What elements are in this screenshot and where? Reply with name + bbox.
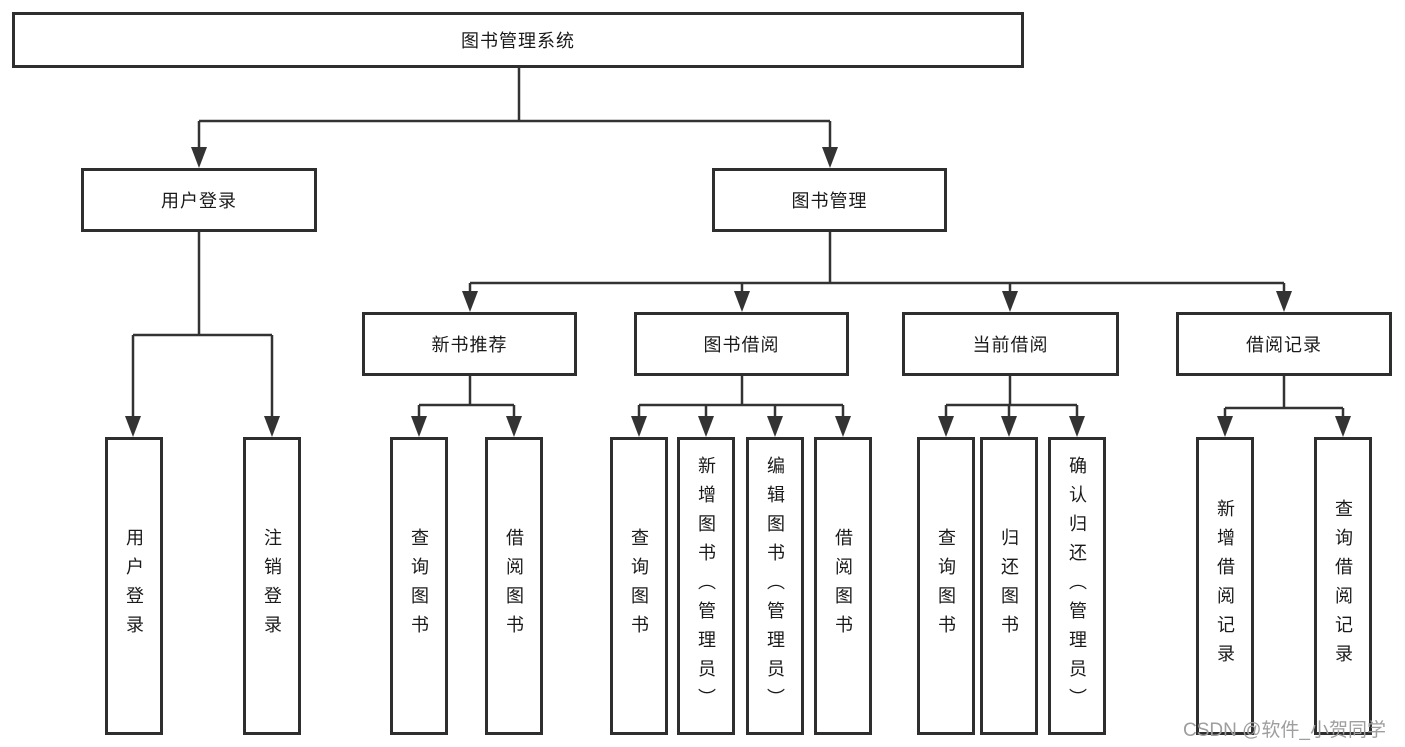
leaf-query-borrow-record: 查询借阅记录 (1314, 437, 1372, 735)
leaf-label: 查询图书 (629, 528, 649, 644)
leaf-add-borrow-record: 新增借阅记录 (1196, 437, 1254, 735)
leaf-label: 用户登录 (124, 528, 144, 644)
node-label: 用户登录 (161, 191, 237, 211)
node-label: 新书推荐 (431, 335, 508, 355)
node-label: 图书管理系统 (461, 31, 575, 51)
leaf-label: 注销登录 (262, 528, 282, 644)
leaf-user-login: 用户登录 (105, 437, 163, 735)
csdn-watermark: CSDN @软件_小贺同学 (1183, 720, 1386, 741)
node-label: 图书管理 (791, 191, 868, 211)
node-label: 借阅记录 (1246, 335, 1322, 355)
leaf-edit-book-admin: 编辑图书（管理员） (746, 437, 804, 735)
leaf-label: 编辑图书（管理员） (765, 455, 785, 717)
leaf-label: 新增图书（管理员） (696, 455, 716, 717)
node-label: 当前借阅 (972, 335, 1049, 355)
leaf-query-book-recommend: 查询图书 (390, 437, 448, 735)
leaf-logout: 注销登录 (243, 437, 301, 735)
leaf-label: 借阅图书 (504, 528, 524, 644)
leaf-label: 归还图书 (999, 528, 1019, 644)
leaf-confirm-return-admin: 确认归还（管理员） (1048, 437, 1106, 735)
node-book-borrow: 图书借阅 (634, 312, 849, 376)
node-book-management: 图书管理 (712, 168, 947, 232)
connector-paths (131, 68, 1345, 418)
node-library-system: 图书管理系统 (12, 12, 1024, 68)
node-new-book-recommend: 新书推荐 (362, 312, 577, 376)
leaf-label: 查询图书 (409, 528, 429, 644)
leaf-add-book-admin: 新增图书（管理员） (677, 437, 735, 735)
node-current-borrow: 当前借阅 (902, 312, 1119, 376)
leaf-label: 确认归还（管理员） (1067, 455, 1087, 717)
leaf-borrow-book-recommend: 借阅图书 (485, 437, 543, 735)
node-label: 图书借阅 (703, 335, 780, 355)
leaf-query-book-borrow: 查询图书 (610, 437, 668, 735)
leaf-label: 查询图书 (936, 528, 956, 644)
leaf-label: 借阅图书 (833, 528, 853, 644)
leaf-borrow-book: 借阅图书 (814, 437, 872, 735)
node-user-login: 用户登录 (81, 168, 317, 232)
leaf-return-book: 归还图书 (980, 437, 1038, 735)
leaf-label: 新增借阅记录 (1215, 499, 1235, 673)
node-borrow-records: 借阅记录 (1176, 312, 1392, 376)
leaf-query-book-current: 查询图书 (917, 437, 975, 735)
leaf-label: 查询借阅记录 (1333, 499, 1353, 673)
arrowheads (125, 147, 1351, 437)
